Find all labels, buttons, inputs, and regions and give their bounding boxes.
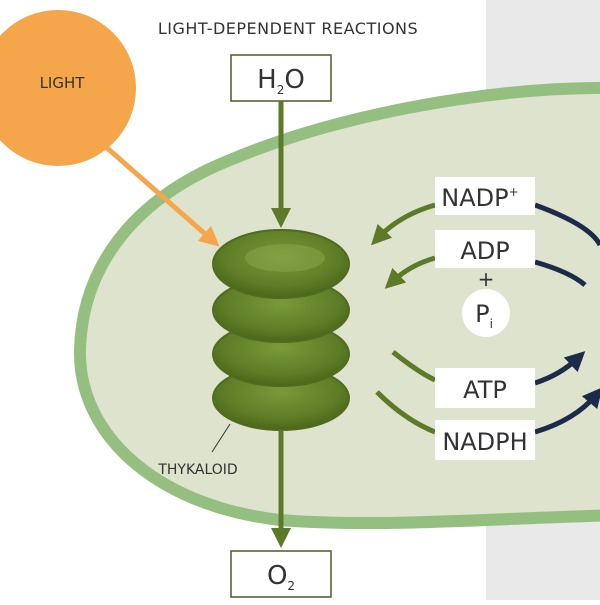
phosphate-text: Pi: [475, 300, 493, 331]
phosphate-circle: [462, 289, 510, 337]
light-label: LIGHT: [40, 74, 86, 92]
sun-icon: [0, 10, 136, 166]
adp-label: ADP: [460, 237, 509, 265]
water-subscript: 2: [277, 83, 285, 97]
oxygen-formula: O2: [267, 561, 295, 593]
thylakoid-highlight: [245, 244, 325, 272]
phosphate-subscript: i: [490, 317, 493, 331]
thylakoid-label: THYKALOID: [157, 462, 237, 478]
water-formula: H2O: [257, 65, 305, 97]
thylakoid-stack: [212, 229, 350, 431]
nadph-navy-arrow: [534, 387, 600, 435]
water-main: H: [257, 65, 277, 95]
diagram-title: LIGHT-DEPENDENT REACTIONS: [158, 19, 418, 38]
adp-box: [435, 230, 535, 268]
nadp-plus-text: NADP+: [441, 184, 518, 212]
light-ray-arrow: [96, 138, 220, 247]
adp-navy-arc: [534, 259, 587, 287]
phosphate-main: P: [475, 300, 489, 328]
water-tail: O: [284, 65, 304, 95]
atp-navy-arrow: [534, 351, 586, 386]
nadph-box: [435, 420, 535, 460]
nadp-plus-main: NADP: [441, 184, 508, 212]
atp-green-arc: [391, 350, 437, 383]
nadp-plus-superscript: +: [509, 185, 519, 199]
nadph-label: NADPH: [442, 428, 527, 456]
nadph-green-arc: [375, 390, 436, 435]
nadp-plus-box: [435, 177, 535, 215]
nadp-plus-green-arrow: [371, 202, 436, 246]
adp-green-arrow: [384, 255, 436, 289]
plus-sign: +: [478, 267, 495, 291]
oxygen-subscript: 2: [287, 579, 295, 593]
oxygen-box: [230, 550, 332, 598]
thylakoid-leader-line: [211, 423, 231, 453]
nadp-plus-navy-arc: [534, 202, 600, 247]
atp-label: ATP: [463, 376, 507, 404]
atp-box: [435, 368, 535, 408]
oxygen-main: O: [267, 561, 287, 591]
